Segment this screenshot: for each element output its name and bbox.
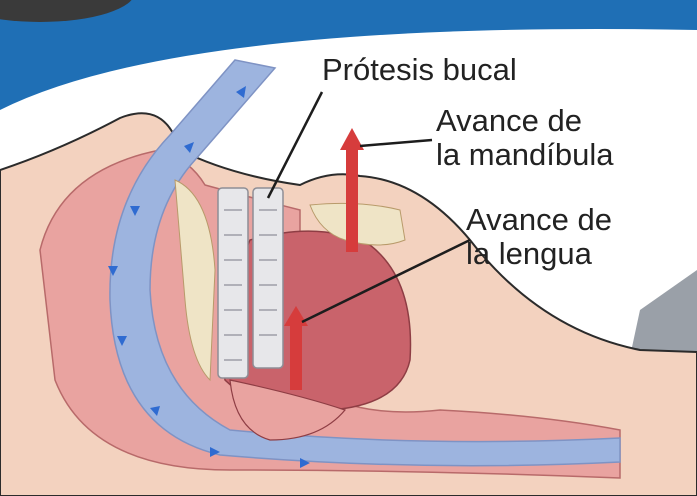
label-mandibula-line2: la mandíbula [436,138,614,172]
label-lengua-line1: Avance de [466,203,612,237]
advance-arrow-icon [346,146,358,252]
label-mandibula: Avance de la mandíbula [436,104,614,172]
label-lengua: Avance de la lengua [466,203,612,271]
tongue [223,231,411,411]
label-protesis-text: Prótesis bucal [322,53,517,87]
label-protesis: Prótesis bucal [322,53,517,87]
label-lengua-line2: la lengua [466,237,612,271]
advance-arrow-icon [290,322,302,390]
label-mandibula-line1: Avance de [436,104,614,138]
prosthesis-lower-tray [253,188,283,368]
prosthesis-upper-tray [218,188,248,378]
